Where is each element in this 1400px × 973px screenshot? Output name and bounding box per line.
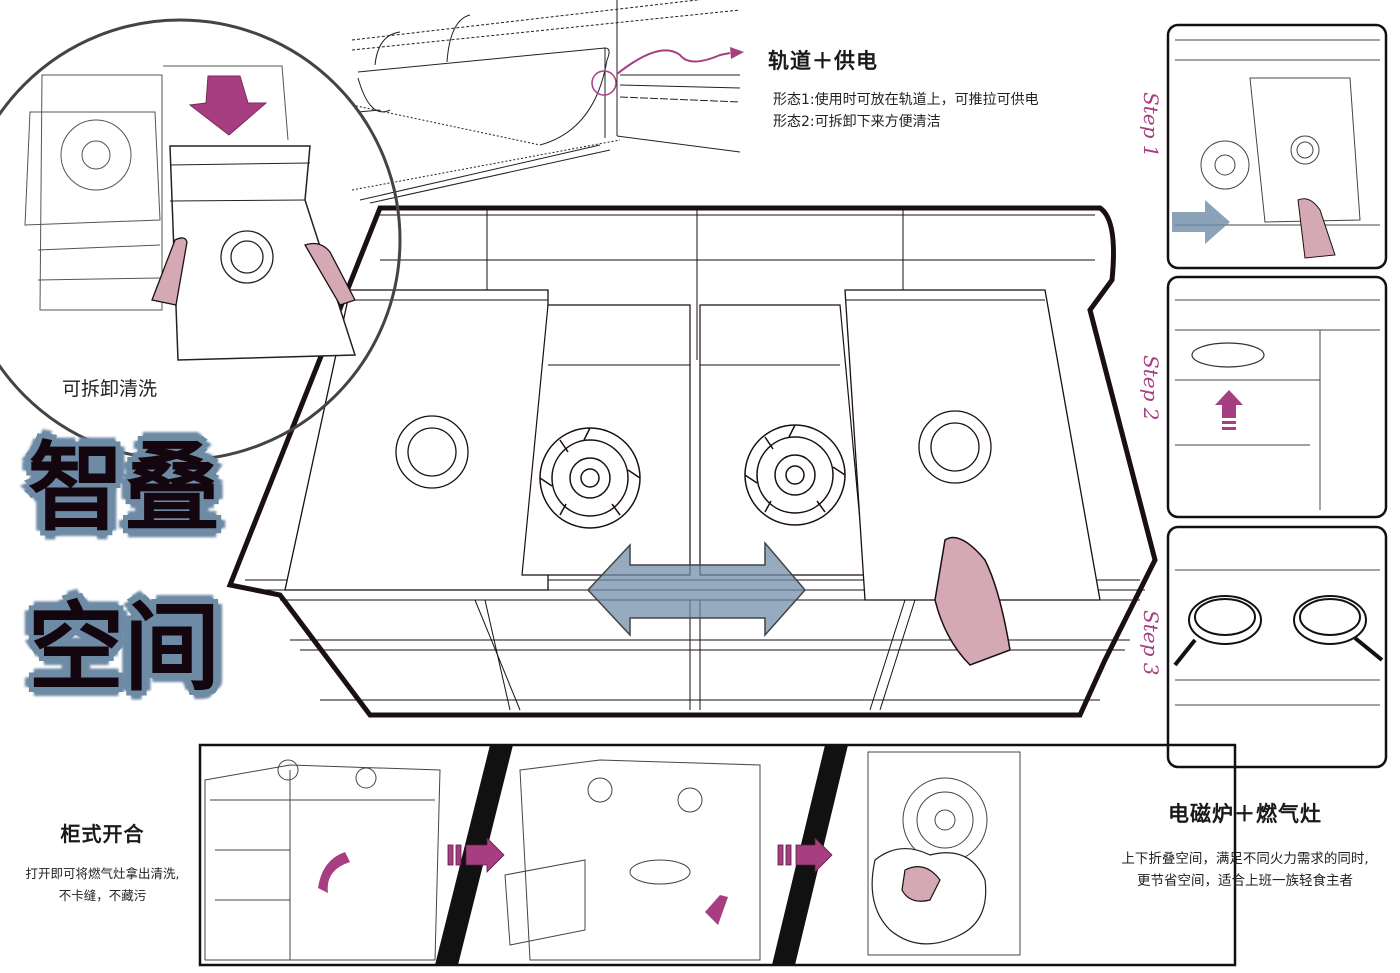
step1-arrow xyxy=(1172,200,1230,244)
combo-section: 电磁炉＋燃气灶 上下折叠空间，满足不同火力需求的同时, 更节省空间，适合上班一族… xyxy=(1090,798,1400,892)
rail-sketch xyxy=(351,0,741,204)
main-cooktop xyxy=(226,205,1158,718)
step-label-1: Step 1 xyxy=(1139,92,1163,158)
cleaning-hand xyxy=(901,866,941,902)
rail-callout-arrow xyxy=(616,49,731,75)
hand-left-detail xyxy=(151,237,188,306)
step1-hand xyxy=(1297,198,1336,259)
detail-caption: 可拆卸清洗 xyxy=(62,378,158,400)
step-label-3: Step 3 xyxy=(1139,610,1163,676)
cabinet-line-1: 打开即可将燃气灶拿出清洗, xyxy=(25,866,180,881)
rail-line-1: 形态1:使用时可放在轨道上，可推拉可供电 xyxy=(773,92,1039,108)
cabinet-open-arrow xyxy=(318,852,350,893)
hand-right-detail xyxy=(304,242,356,306)
gas-burner-right xyxy=(744,424,846,526)
rail-connector-highlight xyxy=(591,70,617,96)
combo-section-title: 电磁炉＋燃气灶 xyxy=(1168,802,1322,826)
step-panels xyxy=(1166,23,1388,769)
detail-circle xyxy=(0,18,402,462)
slide-double-arrow xyxy=(586,540,806,637)
gas-burner-left xyxy=(539,427,641,529)
cabinet-line-2: 不卡缝，不藏污 xyxy=(58,888,147,903)
cabinet-down-arrow xyxy=(705,895,728,925)
remove-down-arrow xyxy=(188,75,268,136)
rail-section-title: 轨道＋供电 xyxy=(768,49,878,73)
induction-ring-right xyxy=(918,410,992,484)
flow-arrow-1 xyxy=(447,837,505,873)
step-label-2: Step 2 xyxy=(1139,355,1163,421)
main-title-line1: 智叠 xyxy=(28,432,220,544)
combo-line-2: 更节省空间，适合上班一族轻食主者 xyxy=(1137,873,1353,889)
step3-pans xyxy=(1173,595,1384,667)
combo-line-1: 上下折叠空间，满足不同火力需求的同时, xyxy=(1121,851,1369,867)
cabinet-section: 柜式开合 打开即可将燃气灶拿出清洗, 不卡缝，不藏污 xyxy=(0,818,205,907)
rail-section: 轨道＋供电 形态1:使用时可放在轨道上，可推拉可供电 形态2:可拆卸下来方便清洁 xyxy=(768,45,1039,133)
rail-line-2: 形态2:可拆卸下来方便清洁 xyxy=(773,114,941,130)
main-title-line2: 空间 xyxy=(28,592,220,704)
flow-arrow-2 xyxy=(777,837,833,873)
induction-ring-left xyxy=(395,415,469,489)
step2-up-arrow xyxy=(1215,390,1243,418)
cabinet-section-title: 柜式开合 xyxy=(60,822,145,846)
hand-right xyxy=(934,536,1011,666)
bottom-strip xyxy=(198,743,1237,967)
circle-cabinet-sketch xyxy=(24,65,289,311)
